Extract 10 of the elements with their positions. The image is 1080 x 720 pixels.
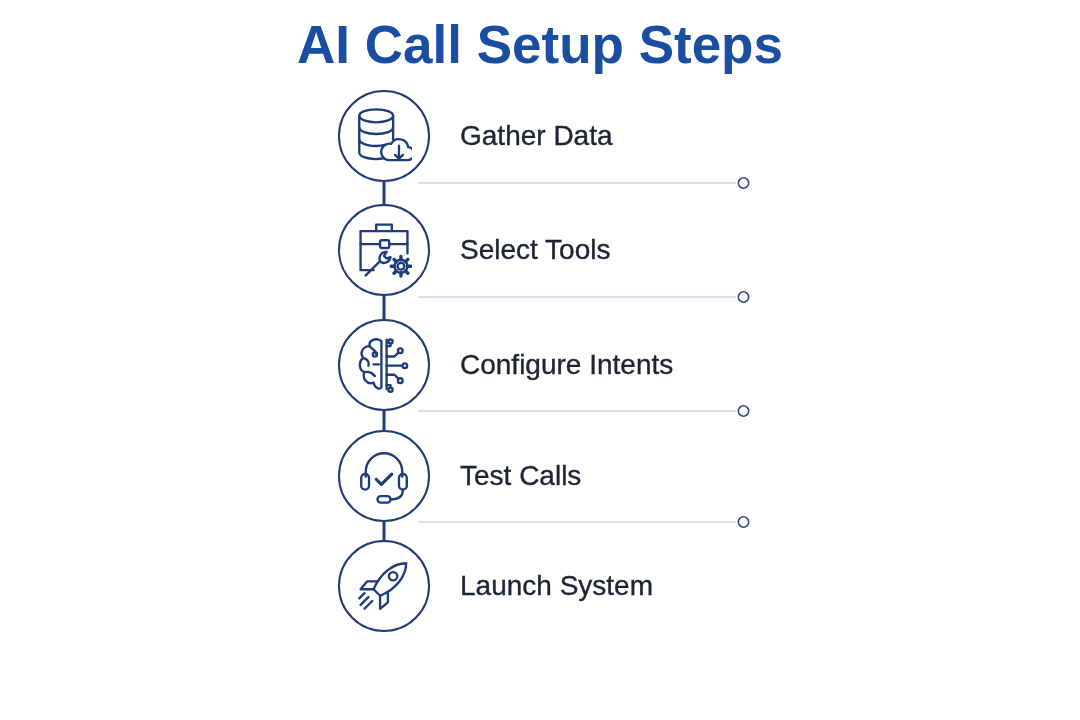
title: AI Call Setup Steps: [297, 14, 783, 76]
connector-line: [382, 522, 386, 540]
step-title: Test Calls: [460, 459, 582, 493]
step-title: Select Tools: [460, 233, 611, 267]
step-title: Gather Data: [460, 119, 613, 153]
step-title: Configure Intents: [460, 348, 674, 382]
connector-line: [382, 411, 386, 430]
step-title: Launch System: [460, 569, 653, 603]
connector-line: [382, 296, 386, 319]
connector-line: [382, 182, 386, 204]
